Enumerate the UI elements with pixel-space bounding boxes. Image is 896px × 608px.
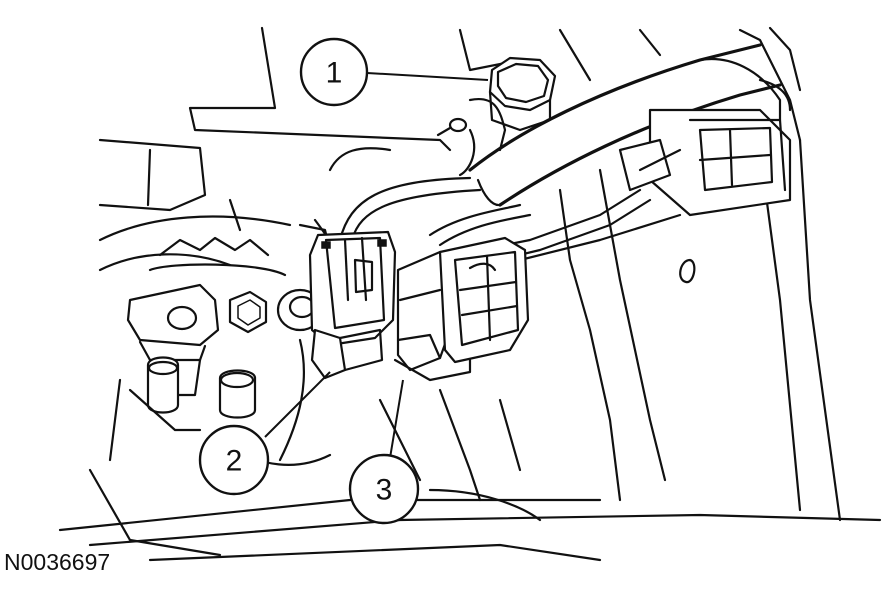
upper-right-connector xyxy=(618,58,792,217)
hex-nut xyxy=(228,290,268,334)
connector-b xyxy=(393,236,530,382)
leader-line-2 xyxy=(264,371,331,438)
mount-bracket xyxy=(126,283,257,432)
callout-label-3: 3 xyxy=(376,474,393,507)
callout-label-2: 2 xyxy=(226,445,243,478)
callout-2: 2 xyxy=(198,424,270,496)
connector-a xyxy=(308,230,397,380)
leader-line-3 xyxy=(388,379,404,465)
callout-label-1: 1 xyxy=(326,57,343,90)
callout-1: 1 xyxy=(299,37,369,107)
figure-id-label: N0036697 xyxy=(4,549,111,575)
leader-line-1 xyxy=(366,72,489,81)
leader-lines xyxy=(264,72,489,465)
bolt xyxy=(436,56,557,152)
callout-3: 3 xyxy=(348,453,420,525)
